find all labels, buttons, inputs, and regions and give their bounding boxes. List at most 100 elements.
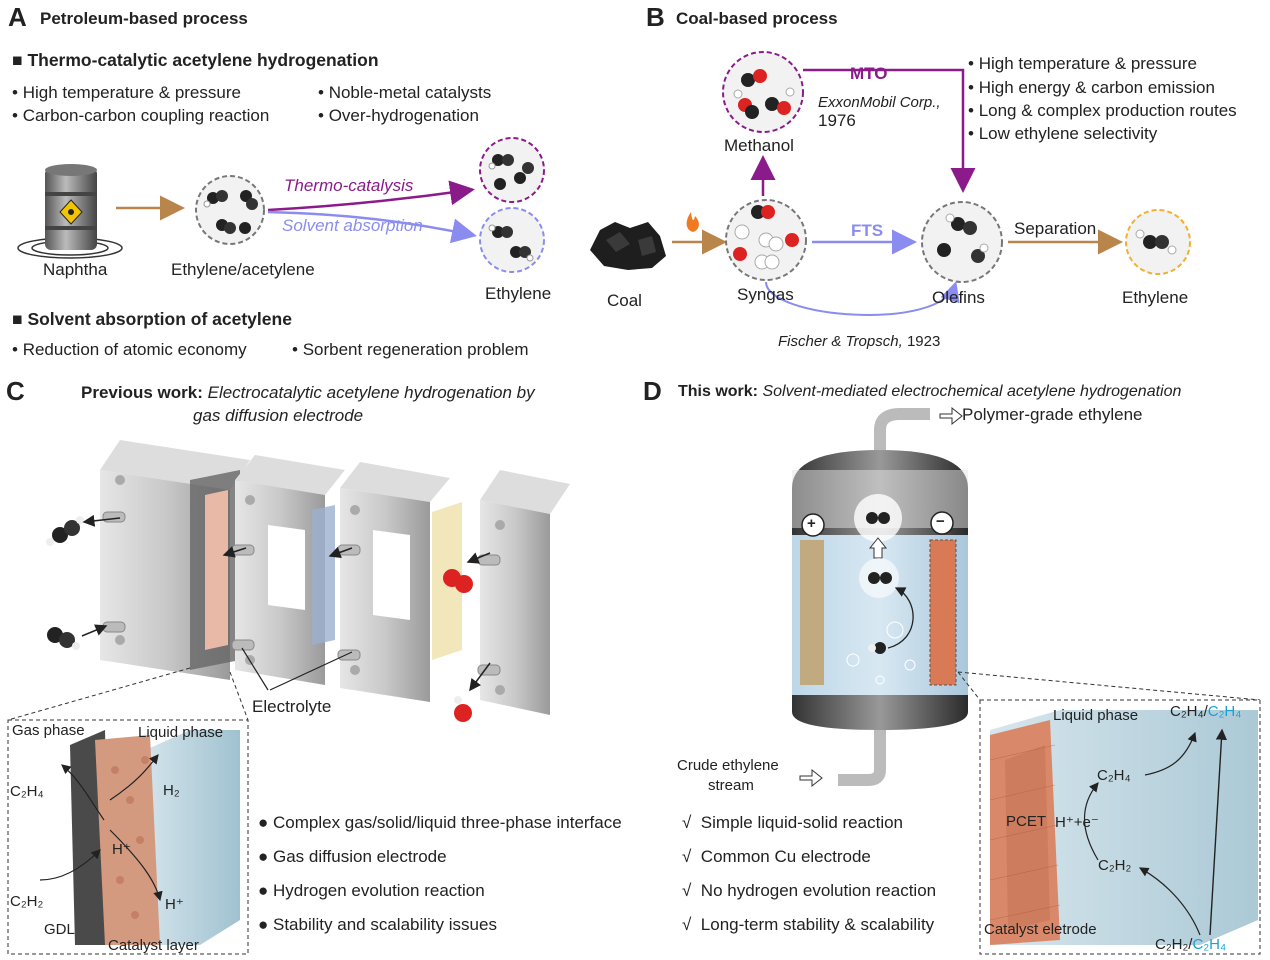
fischer-name: Fischer & Tropsch, bbox=[778, 333, 903, 350]
d-bullet-1-text: Simple liquid-solid reaction bbox=[700, 813, 904, 832]
a-bullet-5: • Reduction of atomic economy bbox=[12, 340, 247, 359]
c-bullet-1-text: Complex gas/solid/liquid three-phase int… bbox=[273, 813, 622, 832]
b-bullet-1: • High temperature & pressure bbox=[968, 54, 1197, 73]
panel-a-section1: ■ Thermo-catalytic acetylene hydrogenati… bbox=[12, 50, 379, 70]
c-bullet-4: ● Stability and scalability issues bbox=[258, 915, 497, 934]
catalyst-electrode-label: Catalyst eletrode bbox=[984, 921, 1097, 938]
outlet-c2h4-b: C₂H₄ bbox=[1207, 703, 1242, 720]
olefins-icon bbox=[921, 201, 1003, 283]
gdl-label: GDL bbox=[44, 921, 75, 938]
ethylene-final-icon bbox=[1125, 209, 1191, 275]
panel-d-letter: D bbox=[643, 376, 662, 406]
d-bullet-2-text: Common Cu electrode bbox=[700, 847, 871, 866]
h2-label: H₂ bbox=[163, 782, 180, 799]
c-bullet-3: ● Hydrogen evolution reaction bbox=[258, 881, 485, 900]
b-ethylene-label: Ethylene bbox=[1122, 288, 1189, 307]
c-bullet-3-text: Hydrogen evolution reaction bbox=[273, 881, 485, 900]
c-title-italic-2: gas diffusion electrode bbox=[193, 406, 364, 425]
inlet-c2h4: C₂H₄ bbox=[1192, 936, 1227, 953]
syngas-label: Syngas bbox=[737, 285, 794, 304]
c-c2h2-label: C₂H₂ bbox=[10, 893, 44, 910]
ethylene-acetylene-mixture-icon bbox=[195, 175, 265, 245]
panel-b-letter: B bbox=[646, 2, 665, 32]
c-title-italic-1: Electrocatalytic acetylene hydrogenation… bbox=[207, 383, 535, 402]
crude-label-2: stream bbox=[708, 777, 754, 794]
year-1976: 1976 bbox=[818, 111, 856, 130]
a-bullet-1: • High temperature & pressure bbox=[12, 83, 241, 102]
catalyst-electrode-inset bbox=[979, 699, 1261, 955]
c-c2h4-label: C₂H₄ bbox=[10, 783, 44, 800]
fischer-label: Fischer & Tropsch, 1923 bbox=[778, 333, 940, 350]
coal-label: Coal bbox=[607, 291, 642, 310]
check-icon: √ bbox=[682, 847, 692, 866]
panel-d-title: This work: Solvent-mediated electrochemi… bbox=[678, 383, 1181, 401]
a-bullet-5-text: Reduction of atomic economy bbox=[22, 340, 247, 359]
solvent-label: Solvent absorption bbox=[282, 216, 423, 235]
section1-text: Thermo-catalytic acetylene hydrogenation bbox=[27, 50, 379, 70]
thermo-product-icon bbox=[479, 137, 545, 203]
b-bullet-3-text: Long & complex production routes bbox=[978, 101, 1237, 120]
inlet-arrow-icon bbox=[799, 768, 823, 788]
fts-label: FTS bbox=[851, 221, 884, 240]
panel-b-title: Coal-based process bbox=[676, 9, 838, 28]
methanol-icon bbox=[722, 51, 804, 133]
inlet-label: C₂H₂/C₂H₄ bbox=[1155, 936, 1226, 953]
panel-a-section2: ■ Solvent absorption of acetylene bbox=[12, 309, 292, 329]
d-c2h4-label: C₂H₄ bbox=[1097, 767, 1131, 784]
section2-text: Solvent absorption of acetylene bbox=[27, 309, 292, 329]
c-liquid-phase-label: Liquid phase bbox=[138, 724, 224, 741]
d-bullet-4: √ Long-term stability & scalability bbox=[682, 915, 934, 935]
crude-label-1: Crude ethylene bbox=[677, 757, 779, 774]
naphtha-barrel-icon bbox=[17, 164, 123, 259]
a-bullet-6: • Sorbent regeneration problem bbox=[292, 340, 529, 359]
b-bullet-3: • Long & complex production routes bbox=[968, 101, 1237, 120]
inlet-c2h2: C₂H₂/ bbox=[1155, 936, 1193, 953]
olefins-label: Olefins bbox=[932, 288, 985, 307]
a-bullet-4: • Over-hydrogenation bbox=[318, 106, 479, 125]
check-icon: √ bbox=[682, 813, 692, 832]
d-liquid-phase-label: Liquid phase bbox=[1053, 707, 1139, 724]
electrolyte-label: Electrolyte bbox=[252, 697, 332, 716]
syngas-icon bbox=[725, 199, 807, 281]
a-ethylene-label: Ethylene bbox=[485, 284, 552, 303]
d-c2h2-label: C₂H₂ bbox=[1098, 857, 1132, 874]
b-bullet-4: • Low ethylene selectivity bbox=[968, 124, 1158, 143]
exxon-label: ExxonMobil Corp., bbox=[818, 94, 941, 111]
d-title-italic: Solvent-mediated electrochemical acetyle… bbox=[762, 383, 1182, 400]
a-bullet-1-text: High temperature & pressure bbox=[22, 83, 241, 102]
gas-phase-label: Gas phase bbox=[12, 722, 85, 739]
b-bullet-4-text: Low ethylene selectivity bbox=[978, 124, 1158, 143]
a-bullet-2-text: Carbon-carbon coupling reaction bbox=[22, 106, 270, 125]
check-icon: √ bbox=[682, 881, 692, 900]
a-bullet-2: • Carbon-carbon coupling reaction bbox=[12, 106, 270, 125]
catalyst-layer-label: Catalyst layer bbox=[108, 937, 199, 954]
check-icon: √ bbox=[682, 915, 692, 934]
separation-label: Separation bbox=[1014, 219, 1097, 238]
c-bullet-2-text: Gas diffusion electrode bbox=[273, 847, 447, 866]
h-plus-inner: H⁺ bbox=[112, 841, 131, 858]
panel-c-letter: C bbox=[6, 376, 25, 406]
c-bullet-2: ● Gas diffusion electrode bbox=[258, 847, 447, 866]
a-bullet-4-text: Over-hydrogenation bbox=[328, 106, 479, 125]
fire-icon bbox=[686, 212, 699, 232]
c-bullet-1: ● Complex gas/solid/liquid three-phase i… bbox=[258, 813, 622, 832]
outlet-c2h4-a: C₂H₄/ bbox=[1170, 703, 1208, 720]
a-bullet-6-text: Sorbent regeneration problem bbox=[302, 340, 529, 359]
methanol-label: Methanol bbox=[724, 136, 794, 155]
d-bullet-1: √ Simple liquid-solid reaction bbox=[682, 813, 903, 833]
c-title-bold: Previous work: bbox=[81, 383, 203, 402]
reactor-tank-icon bbox=[792, 408, 968, 786]
outlet-label: C₂H₄/C₂H₄ bbox=[1170, 703, 1241, 720]
panel-a-title: Petroleum-based process bbox=[40, 9, 248, 28]
year-1923: 1923 bbox=[906, 333, 941, 350]
coal-icon bbox=[590, 222, 666, 270]
d-bullet-3: √ No hydrogen evolution reaction bbox=[682, 881, 936, 901]
flow-cell-exploded-icon bbox=[46, 440, 570, 722]
anode-plus-icon: + bbox=[807, 515, 816, 532]
panel-a-letter: A bbox=[8, 2, 27, 32]
b-bullet-2: • High energy & carbon emission bbox=[968, 78, 1215, 97]
naphtha-label: Naphtha bbox=[43, 260, 108, 279]
cathode-minus-icon: − bbox=[936, 513, 945, 530]
h-plus-outer: H⁺ bbox=[165, 896, 184, 913]
